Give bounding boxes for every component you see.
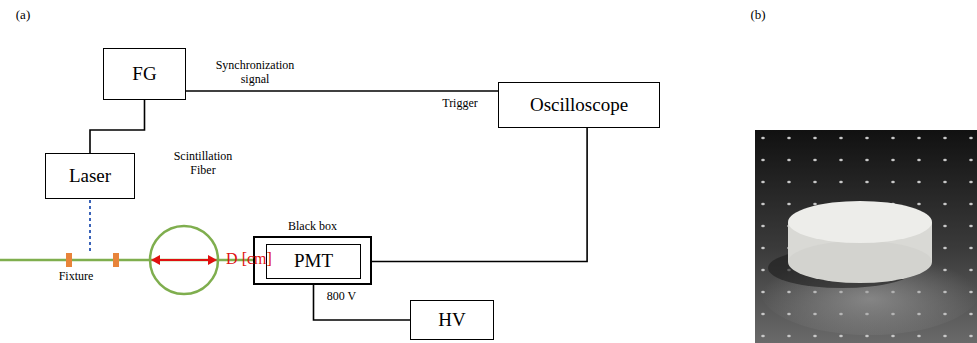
panel-label: (b) (743, 8, 773, 23)
sample-photo (755, 130, 977, 343)
instrument-box: FG (103, 48, 186, 100)
instrument-box: Oscilloscope (498, 82, 660, 128)
part-label: Fixture (46, 270, 106, 284)
box-label: Laser (69, 166, 111, 187)
fixture-block (66, 253, 72, 267)
panel-label: (a) (8, 8, 38, 23)
fixture-block (113, 253, 119, 267)
signal-wire (186, 90, 498, 92)
box-label: FG (132, 64, 156, 85)
box-label: HV (438, 310, 465, 331)
scintillation-fiber (0, 226, 266, 294)
instrument-box: Laser (45, 153, 135, 199)
box-label: Oscilloscope (530, 95, 628, 116)
diameter-arrow (151, 255, 217, 265)
wire-label: 800 V (322, 290, 362, 304)
box-label: PMT (294, 251, 333, 272)
part-label: Scintillation Fiber (163, 150, 243, 178)
power-supply-box: HV (410, 300, 494, 340)
laser-beam (89, 200, 91, 254)
signal-wire (90, 100, 145, 153)
dimension-label: D [cm] (221, 250, 277, 268)
wire-label: Synchronization signal (205, 59, 305, 87)
enclosure-heading: Black box (235, 219, 390, 234)
signal-wire (361, 128, 587, 262)
detector-box: PMT (266, 244, 361, 279)
signal-wire (314, 279, 411, 320)
signal-label: Trigger (430, 97, 490, 111)
